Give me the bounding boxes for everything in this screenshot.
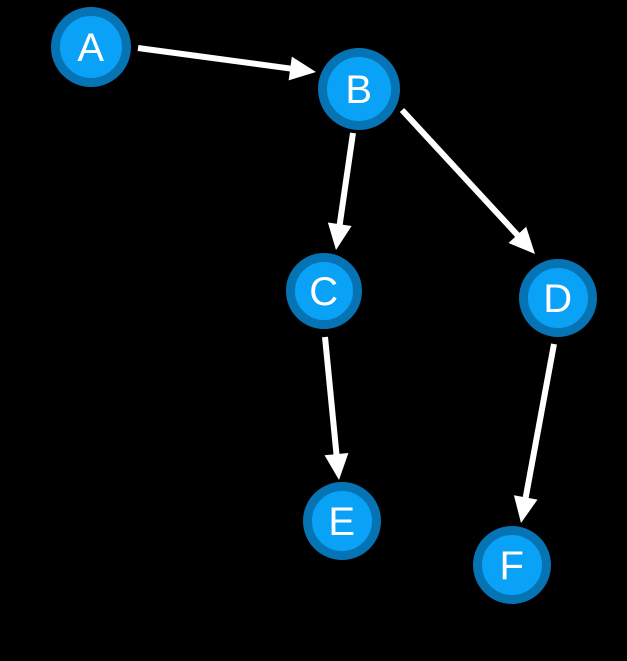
graph-node-d[interactable]: D bbox=[519, 259, 597, 337]
node-circle[interactable] bbox=[286, 253, 362, 329]
edge-a-to-b bbox=[137, 45, 316, 81]
edge-line bbox=[137, 45, 294, 72]
node-circle[interactable] bbox=[519, 259, 597, 337]
nodes-layer: A B C D E F bbox=[51, 7, 597, 604]
graph-node-c[interactable]: C bbox=[286, 253, 362, 329]
graph-node-b[interactable]: B bbox=[318, 48, 400, 130]
node-label: C bbox=[309, 270, 338, 314]
node-circle[interactable] bbox=[303, 482, 381, 560]
graph-node-e[interactable]: E bbox=[303, 482, 381, 560]
arrow-head-icon bbox=[513, 495, 538, 523]
arrow-head-icon bbox=[327, 222, 352, 250]
node-circle[interactable] bbox=[318, 48, 400, 130]
node-circle[interactable] bbox=[51, 7, 131, 87]
edge-c-to-e bbox=[322, 336, 349, 480]
edge-line bbox=[522, 343, 557, 501]
edge-b-to-c bbox=[327, 132, 356, 250]
graph-node-f[interactable]: F bbox=[473, 526, 551, 604]
node-label: B bbox=[345, 68, 372, 112]
edge-line bbox=[322, 336, 340, 458]
node-label: E bbox=[328, 500, 355, 544]
edges-layer bbox=[137, 45, 557, 523]
node-label: F bbox=[500, 544, 525, 588]
arrow-head-icon bbox=[508, 226, 535, 254]
node-label: D bbox=[543, 277, 572, 321]
arrow-head-icon bbox=[324, 452, 349, 480]
node-circle[interactable] bbox=[473, 526, 551, 604]
graph-node-a[interactable]: A bbox=[51, 7, 131, 87]
edge-line bbox=[399, 107, 522, 240]
edge-line bbox=[336, 132, 356, 228]
arrow-head-icon bbox=[288, 56, 316, 81]
node-label: A bbox=[77, 26, 104, 70]
edge-b-to-d bbox=[399, 107, 535, 254]
edge-d-to-f bbox=[513, 343, 557, 523]
